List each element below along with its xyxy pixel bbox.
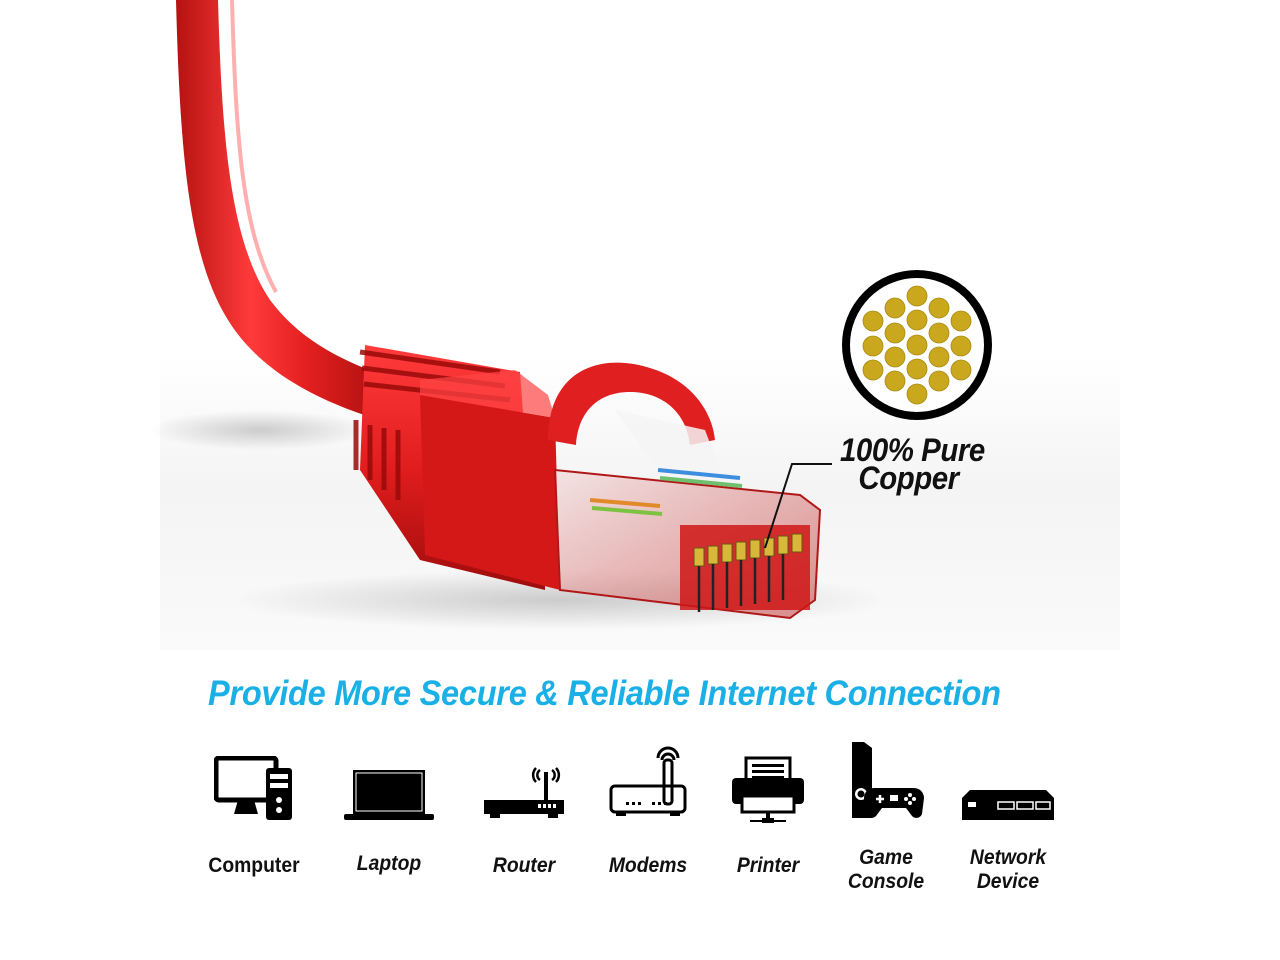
- game-console-icon: [852, 742, 924, 818]
- device-label: Computer: [208, 854, 300, 877]
- device-label: Laptop: [356, 852, 422, 875]
- device-router: Router: [482, 740, 566, 877]
- device-printer: Printer: [730, 740, 806, 877]
- device-label: Game Console: [814, 846, 958, 894]
- device-label: Modems: [608, 854, 688, 877]
- device-game-console: Game Console: [848, 740, 924, 893]
- device-label-line-2: Console: [847, 870, 925, 893]
- compatible-devices-row: Computer Laptop Router: [180, 740, 1100, 900]
- device-label-line-1: Game: [859, 846, 913, 869]
- modem-icon: [609, 746, 687, 816]
- device-label-line-1: Network: [969, 846, 1047, 869]
- device-label: Printer: [736, 854, 800, 877]
- device-modem: Modems: [608, 740, 688, 877]
- callout-line-2: Copper: [858, 460, 959, 496]
- headline: Provide More Secure & Reliable Internet …: [208, 674, 1001, 713]
- copper-strands-icon: [842, 270, 992, 420]
- callout-leader-line: [764, 463, 832, 549]
- device-computer: Computer: [208, 740, 300, 877]
- callout-line-1: 100% Pure: [840, 432, 985, 468]
- router-icon: [484, 767, 564, 818]
- ethernet-cable-illustration: [150, 0, 890, 630]
- device-laptop: Laptop: [344, 740, 434, 875]
- device-label-line-2: Device: [976, 870, 1040, 893]
- device-label: Router: [492, 854, 556, 877]
- laptop-icon: [344, 770, 434, 820]
- device-label: Network Device: [927, 846, 1089, 894]
- device-network-device: Network Device: [960, 740, 1056, 893]
- printer-icon: [732, 756, 804, 823]
- computer-icon: [214, 756, 292, 820]
- pure-copper-callout: 100% Pure Copper: [840, 432, 985, 496]
- network-device-icon: [962, 790, 1054, 820]
